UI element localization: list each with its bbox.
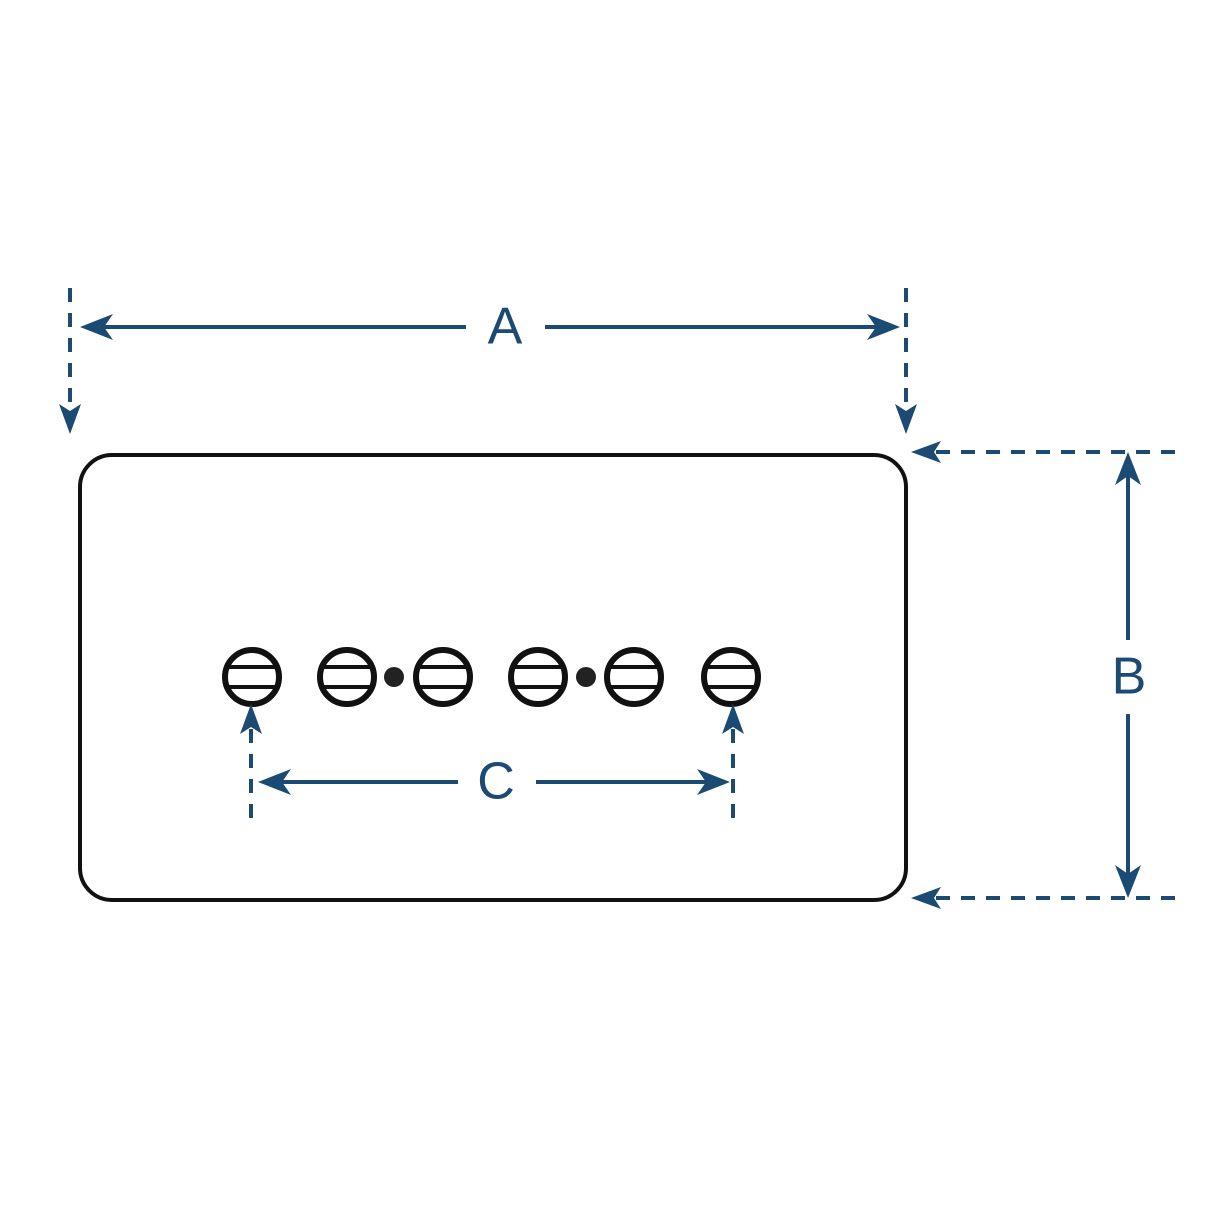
pole-piece-circle — [413, 647, 473, 707]
pole-piece-5 — [604, 647, 664, 707]
pole-piece-2 — [317, 647, 377, 707]
pole-piece-circle — [222, 647, 282, 707]
arrowhead-left-icon — [80, 314, 113, 340]
arrowhead-left-icon — [911, 887, 941, 909]
arrowhead-up-icon — [1115, 452, 1141, 485]
arrowhead-right-icon — [697, 769, 730, 795]
arrowhead-down-icon — [895, 404, 917, 434]
pole-piece-1 — [222, 647, 282, 707]
pole-piece-row — [222, 647, 761, 707]
pole-piece-circle — [701, 647, 761, 707]
mounting-dot-1 — [384, 667, 404, 687]
pole-piece-3 — [413, 647, 473, 707]
arrowhead-down-icon — [59, 404, 81, 434]
pole-piece-circle — [604, 647, 664, 707]
arrowhead-right-icon — [867, 314, 900, 340]
pole-piece-circle — [317, 647, 377, 707]
arrowhead-left-icon — [258, 769, 291, 795]
dimension-label-b: B — [1112, 648, 1147, 706]
arrowhead-left-icon — [911, 441, 941, 463]
pole-piece-6 — [701, 647, 761, 707]
pole-piece-4 — [508, 647, 568, 707]
dimension-c-line — [258, 769, 730, 795]
arrowhead-down-icon — [1115, 865, 1141, 898]
arrowhead-up-icon — [240, 704, 262, 734]
dimension-label-a: A — [488, 298, 523, 356]
mounting-dot-2 — [576, 667, 596, 687]
dimension-c-extension-left — [240, 704, 262, 818]
pickup-baseplate-outline — [78, 453, 908, 902]
dimension-b-extension-top — [911, 441, 1175, 463]
dimension-c-group: C — [240, 704, 744, 818]
dimension-a-extension-left — [59, 288, 81, 434]
dimension-b-line — [1115, 452, 1141, 898]
dimension-a-group: A — [59, 288, 917, 434]
dimension-c-extension-right — [722, 704, 744, 818]
pole-piece-circle — [508, 647, 568, 707]
dimension-b-group: B — [911, 441, 1175, 909]
dimension-a-line — [80, 314, 900, 340]
dimension-b-extension-bottom — [911, 887, 1175, 909]
arrowhead-up-icon — [722, 704, 744, 734]
dimension-a-extension-right — [895, 288, 917, 434]
dimension-label-c: C — [477, 753, 515, 811]
